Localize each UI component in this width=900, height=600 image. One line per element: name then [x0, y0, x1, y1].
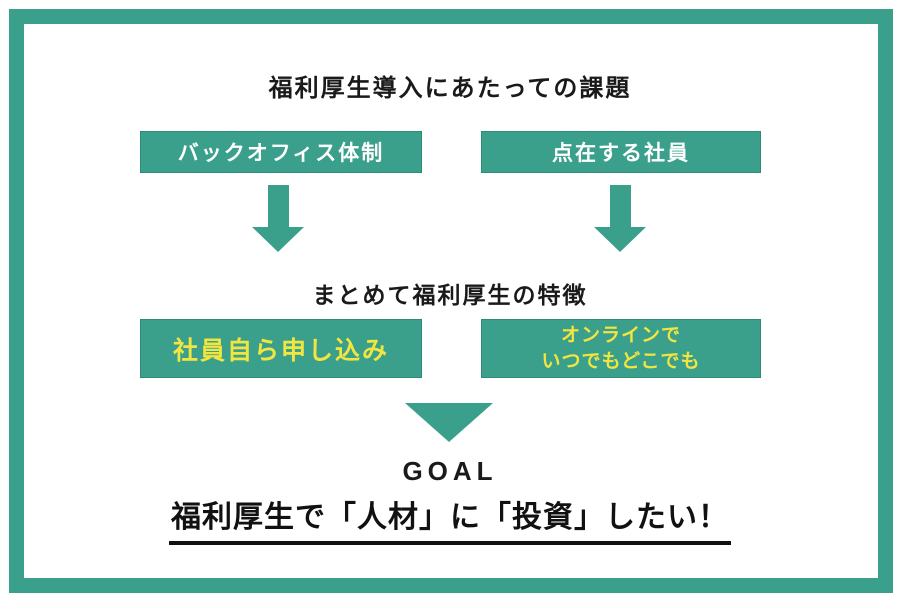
goal-headline: 福利厚生で「人材」に「投資」したい！ [0, 492, 900, 545]
goal-headline-text: 福利厚生で「人材」に「投資」したい！ [169, 492, 731, 545]
feature-box-online-line1: オンラインで [560, 324, 681, 346]
down-arrow-right-icon [594, 185, 646, 252]
middle-heading: まとめて福利厚生の特徴 [312, 282, 588, 308]
challenge-box-scattered-employees-label: 点在する社員 [552, 142, 690, 165]
goal-label: GOAL [402, 456, 498, 486]
goal-down-triangle-icon [405, 403, 493, 442]
feature-box-self-apply: 社員自ら申し込み [140, 319, 422, 378]
feature-box-online-anywhere: オンラインで いつでもどこでも [481, 319, 761, 378]
down-arrow-right-head [594, 227, 646, 252]
down-arrow-right-stem [609, 185, 631, 227]
challenge-box-backoffice: バックオフィス体制 [140, 131, 422, 173]
challenge-box-scattered-employees: 点在する社員 [481, 131, 761, 173]
down-arrow-left-icon [252, 185, 304, 252]
down-arrow-left-head [252, 227, 304, 252]
feature-box-self-apply-label: 社員自ら申し込み [172, 336, 389, 365]
down-arrow-left-stem [267, 185, 289, 227]
page-title: 福利厚生導入にあたっての課題 [268, 75, 632, 102]
challenge-box-backoffice-label: バックオフィス体制 [177, 142, 385, 165]
feature-box-online-line2: いつでもどこでも [541, 350, 701, 372]
